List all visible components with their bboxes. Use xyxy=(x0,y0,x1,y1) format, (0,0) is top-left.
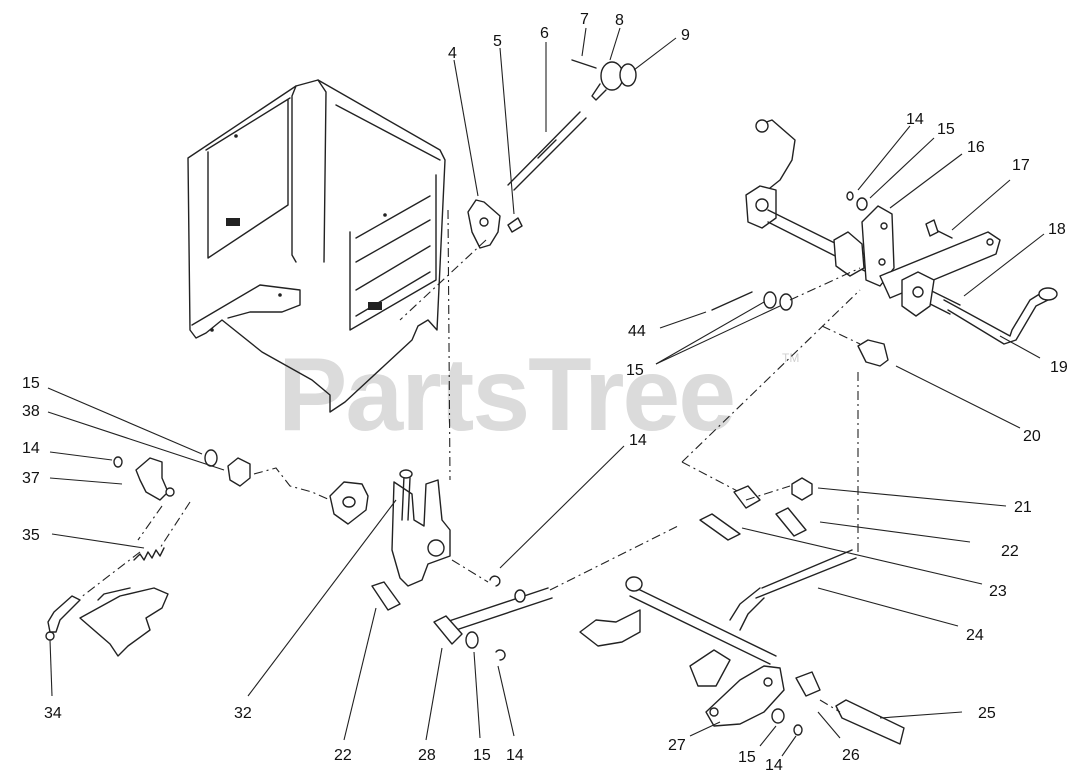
callout-15: 15 xyxy=(937,121,955,138)
spring-bracket xyxy=(45,456,175,657)
callout-32: 32 xyxy=(234,705,252,722)
callout-14-e: 14 xyxy=(765,757,783,774)
callout-21: 21 xyxy=(1014,499,1032,516)
callout-7: 7 xyxy=(580,11,589,28)
callout-16: 16 xyxy=(967,139,985,156)
callout-labels: 4 5 6 7 8 9 14 15 16 17 18 44 15 19 20 1… xyxy=(22,11,1068,774)
callout-23: 23 xyxy=(989,583,1007,600)
callout-22: 22 xyxy=(1001,543,1019,560)
callout-9: 9 xyxy=(681,27,690,44)
crank-assembly-lower xyxy=(579,477,905,745)
callout-6: 6 xyxy=(540,25,549,42)
callout-20: 20 xyxy=(1023,428,1041,445)
callout-28: 28 xyxy=(418,747,436,764)
callout-38: 38 xyxy=(22,403,40,420)
callout-5: 5 xyxy=(493,33,502,50)
callout-27: 27 xyxy=(668,737,686,754)
watermark-trademark: TM xyxy=(782,351,799,365)
callout-25: 25 xyxy=(978,705,996,722)
callout-14-c: 14 xyxy=(629,432,647,449)
callout-35: 35 xyxy=(22,527,40,544)
callout-15-e: 15 xyxy=(738,749,756,766)
callout-37: 37 xyxy=(22,470,40,487)
callout-19: 19 xyxy=(1050,359,1068,376)
crank-assembly-upper xyxy=(711,119,1058,367)
linkage-bracket xyxy=(204,449,553,661)
console-housing xyxy=(187,79,446,413)
callout-14: 14 xyxy=(906,111,924,128)
watermark-text: PartsTree xyxy=(278,337,734,453)
callout-18: 18 xyxy=(1048,221,1066,238)
callout-15-c: 15 xyxy=(22,375,40,392)
shift-lever-assembly xyxy=(467,59,637,249)
callout-15-d: 15 xyxy=(473,747,491,764)
callout-15-b: 15 xyxy=(626,362,644,379)
callout-26: 26 xyxy=(842,747,860,764)
callout-8: 8 xyxy=(615,12,624,29)
callout-14-b: 14 xyxy=(22,440,40,457)
leader-lines xyxy=(47,27,1045,757)
callout-4: 4 xyxy=(448,45,457,62)
callout-34: 34 xyxy=(44,705,62,722)
callout-24: 24 xyxy=(966,627,984,644)
callout-44: 44 xyxy=(628,323,646,340)
callout-14-d: 14 xyxy=(506,747,524,764)
callout-22-b: 22 xyxy=(334,747,352,764)
callout-17: 17 xyxy=(1012,157,1030,174)
